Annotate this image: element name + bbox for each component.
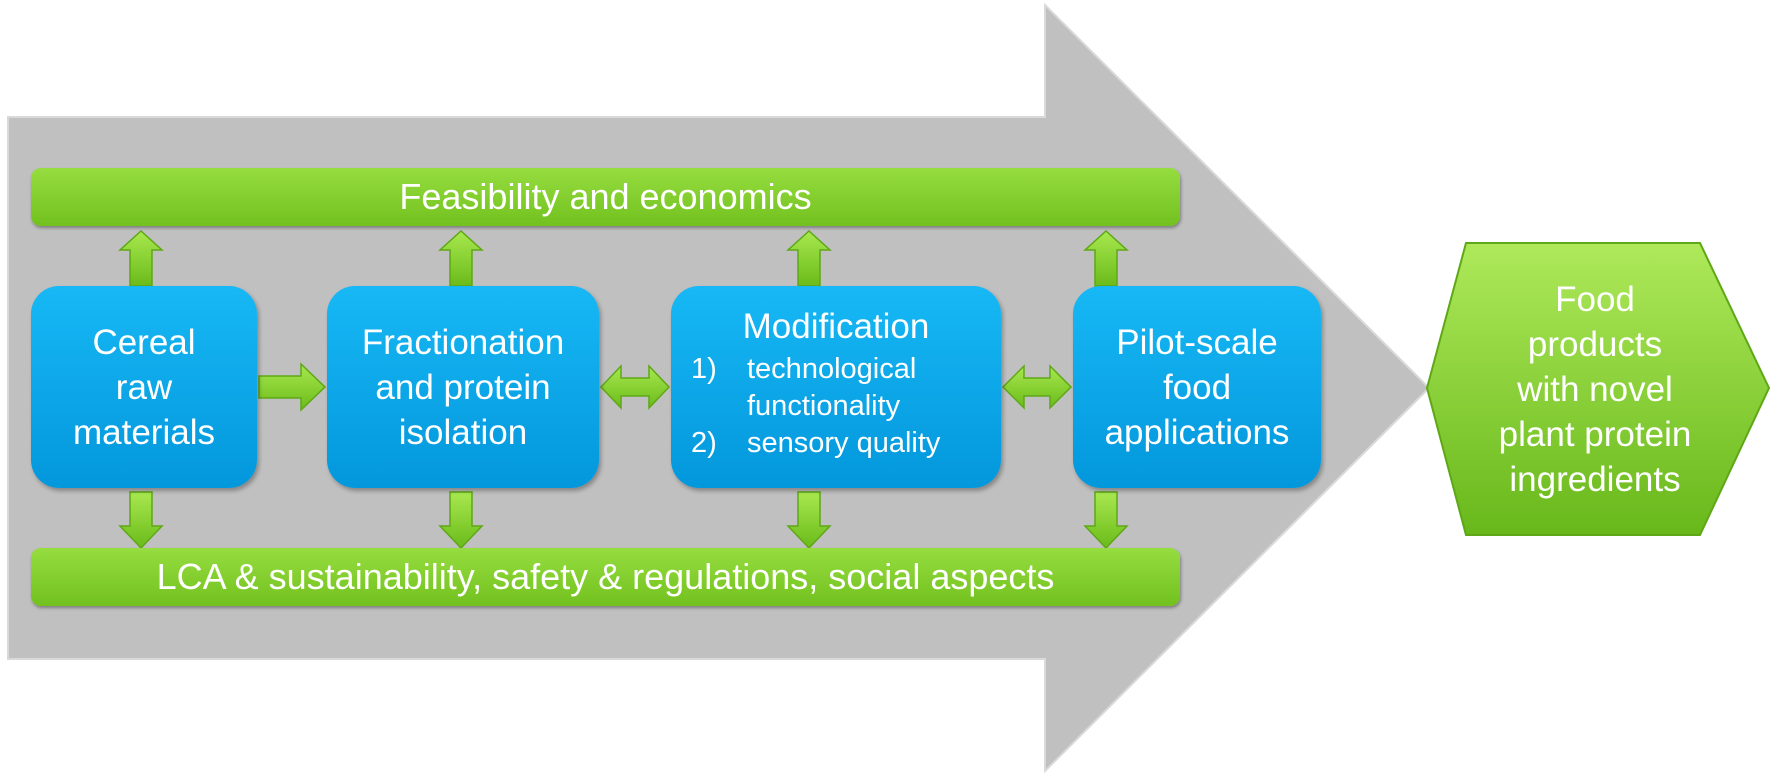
list-number: 2) — [691, 427, 717, 459]
list-text-line: sensory quality — [747, 427, 941, 459]
box-pilot-scale: Pilot-scale food applications — [1073, 286, 1321, 488]
box-fractionation-line: isolation — [398, 412, 528, 452]
down-arrow-cereal — [118, 491, 164, 550]
double-arrow-fractionation-modification — [599, 364, 671, 410]
box-pilot-line: food — [1162, 367, 1232, 407]
list-text: sensory quality — [747, 425, 981, 462]
list-text-line: functionality — [747, 390, 901, 422]
up-arrow-cereal — [118, 229, 164, 287]
box-fractionation-line: and protein — [375, 367, 551, 407]
modification-list-item: 1) technological functionality — [691, 351, 981, 425]
modification-list-item: 2) sensory quality — [691, 425, 981, 462]
box-cereal-raw-materials: Cereal raw materials — [31, 286, 257, 488]
bar-top-label: Feasibility and economics — [399, 176, 812, 217]
box-pilot-line: Pilot-scale — [1116, 322, 1278, 362]
bar-lca-sustainability: LCA & sustainability, safety & regulatio… — [31, 548, 1180, 606]
box-fractionation: Fractionation and protein isolation — [327, 286, 599, 488]
down-arrow-modification — [786, 491, 832, 550]
down-arrow-fractionation — [438, 491, 484, 550]
box-cereal-line: raw — [115, 367, 173, 407]
down-arrow-pilot — [1083, 491, 1129, 550]
list-number: 1) — [691, 353, 717, 385]
outcome-line: Food — [1555, 280, 1635, 319]
list-text: technological functionality — [747, 351, 981, 425]
outcome-line: plant protein — [1498, 415, 1692, 454]
box-pilot-line: applications — [1104, 412, 1290, 452]
double-arrow-modification-pilot — [1001, 364, 1073, 410]
up-arrow-modification — [786, 229, 832, 287]
outcome-line: with novel — [1517, 370, 1673, 409]
outcome-label: Food products with novel plant protein i… — [1440, 277, 1750, 502]
box-fractionation-line: Fractionation — [361, 322, 565, 362]
box-modification-title: Modification — [742, 307, 930, 346]
box-cereal-line: materials — [73, 412, 215, 452]
bar-bottom-label: LCA & sustainability, safety & regulatio… — [156, 556, 1055, 597]
right-arrow-cereal-to-fractionation — [258, 362, 327, 412]
list-text-line: technological — [747, 353, 917, 385]
box-cereal-line: Cereal — [92, 322, 196, 362]
modification-list: 1) technological functionality 2) sensor… — [691, 351, 981, 462]
outcome-line: products — [1527, 325, 1663, 364]
box-modification: Modification 1) technological functional… — [671, 286, 1001, 488]
outcome-hexagon — [1425, 242, 1771, 536]
outcome-line: ingredients — [1509, 460, 1681, 499]
bar-feasibility-economics: Feasibility and economics — [31, 168, 1180, 226]
up-arrow-pilot — [1083, 229, 1129, 287]
up-arrow-fractionation — [438, 229, 484, 287]
